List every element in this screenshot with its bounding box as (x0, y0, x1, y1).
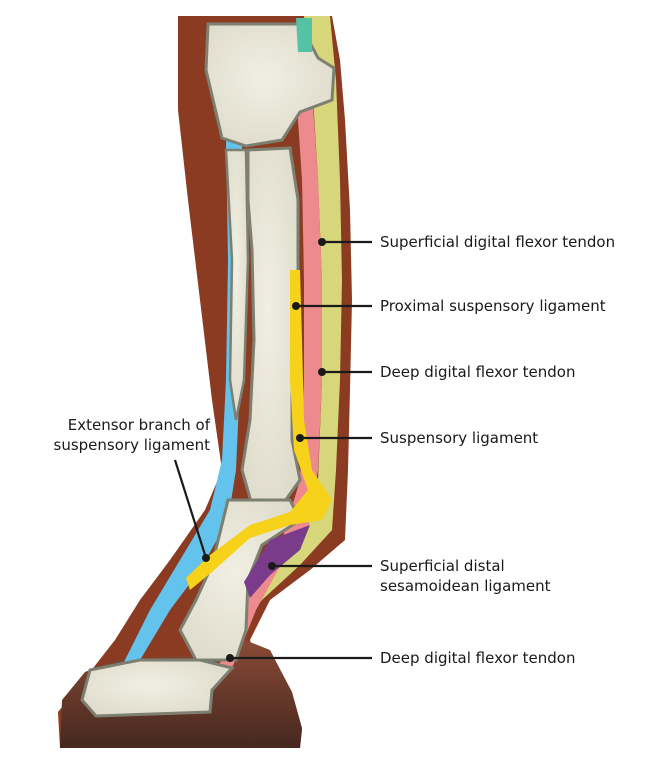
splint-bone (224, 148, 250, 421)
label-superficial-distal-line2: sesamoidean ligament (380, 577, 551, 595)
leader-dots (202, 238, 326, 662)
sesamoidean-ligament-shape (244, 525, 310, 598)
superficial-flexor-band (250, 16, 342, 615)
label-suspensory-ligament: Suspensory ligament (380, 429, 539, 447)
suspensory-ligament-shape (186, 270, 332, 590)
label-extensor-branch-line1: Extensor branch of (67, 416, 210, 434)
teal-tendon (296, 18, 312, 52)
label-proximal-suspensory-ligament: Proximal suspensory ligament (380, 297, 606, 315)
label-superficial-digital-flexor-tendon: Superficial digital flexor tendon (380, 233, 616, 251)
label-superficial-distal-line1: Superficial distal (380, 557, 505, 575)
label-deep-digital-flexor-tendon-upper: Deep digital flexor tendon (380, 363, 576, 381)
common-digital-extensor-tendon (124, 40, 244, 662)
coffin-bone (80, 658, 235, 718)
leader-lines (173, 240, 372, 660)
carpal-bones (204, 22, 336, 148)
label-extensor-branch-line2: suspensory ligament (53, 436, 210, 454)
label-deep-digital-flexor-tendon-lower: Deep digital flexor tendon (380, 649, 576, 667)
